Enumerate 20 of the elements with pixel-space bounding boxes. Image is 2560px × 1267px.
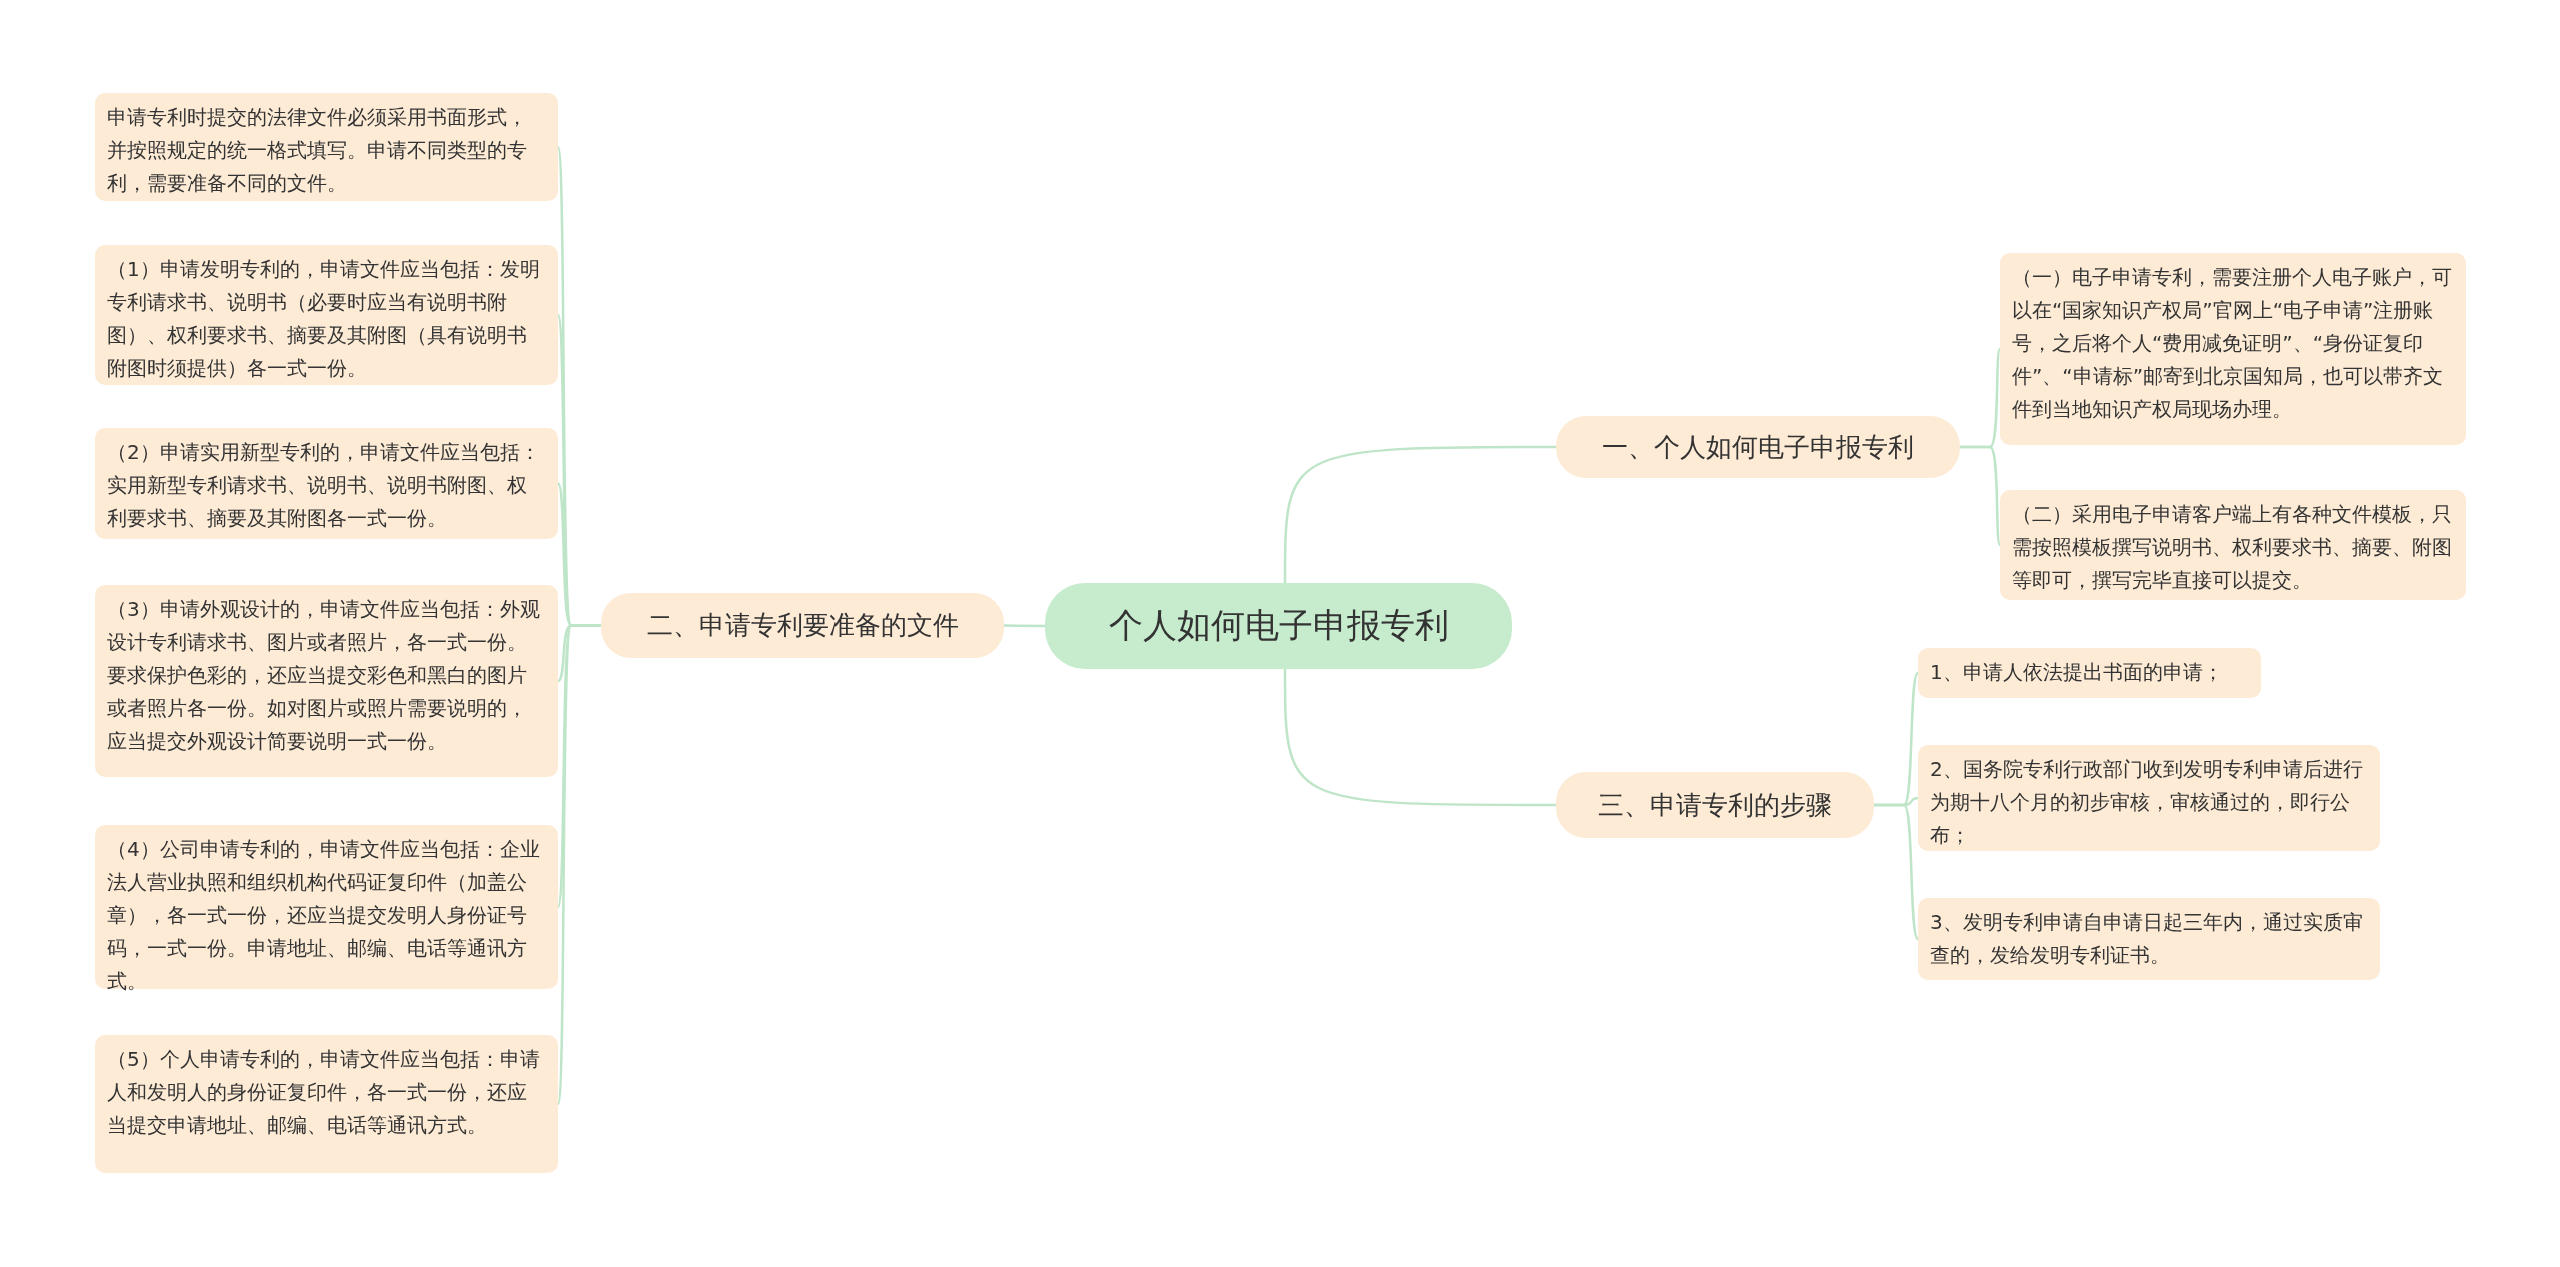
text-box: （二）采用电子申请客户端上有各种文件模板，只需按照模板撰写说明书、权利要求书、摘要、附图等即可，撰写完毕直接可以提交。 (2000, 490, 2466, 600)
text-box: （一）电子申请专利，需要注册个人电子账户，可以在“国家知识产权局”官网上“电子申请”注册账号，之后将个人“费用减免证明”、“身份证复印件”、“申请标”邮寄到北京国知局，也可以带齐文件到当地知识产权局现场办理。 (2000, 253, 2466, 445)
text-box: （1）申请发明专利的，申请文件应当包括：发明专利请求书、说明书（必要时应当有说明书附图）、权利要求书、摘要及其附图（具有说明书附图时须提供）各一式一份。 (95, 245, 558, 385)
connector-line (1960, 445, 2002, 546)
text-box: 申请专利时提交的法律文件必须采用书面形式，并按照规定的统一格式填写。申请不同类型的专利，需要准备不同的文件。 (95, 93, 558, 201)
connector-line (1004, 624, 1045, 628)
topic-box: 三、申请专利的步骤 (1556, 772, 1874, 838)
connector-line (1283, 669, 1556, 807)
connector-line (1874, 803, 1919, 940)
text-box: （5）个人申请专利的，申请文件应当包括：申请人和发明人的身份证复印件，各一式一份，还应当提交申请地址、邮编、电话等通讯方式。 (95, 1035, 558, 1173)
topic-box: 二、申请专利要准备的文件 (601, 593, 1004, 658)
text-box: （4）公司申请专利的，申请文件应当包括：企业法人营业执照和组织机构代码证复印件（加盖公章），各一式一份，还应当提交发明人身份证号码，一式一份。申请地址、邮编、电话等通讯方式。 (95, 825, 558, 989)
text-box: 1、申请人依法提出书面的申请； (1918, 648, 2261, 698)
text-box: （2）申请实用新型专利的，申请文件应当包括：实用新型专利请求书、说明书、说明书附图、权利要求书、摘要及其附图各一式一份。 (95, 428, 558, 539)
connector-line (1283, 445, 1556, 583)
text-box: 3、发明专利申请自申请日起三年内，通过实质审查的，发给发明专利证书。 (1918, 898, 2380, 980)
central-topic: 个人如何电子申报专利 (1045, 583, 1512, 669)
text-box: （3）申请外观设计的，申请文件应当包括：外观设计专利请求书、图片或者照片，各一式一份。要求保护色彩的，还应当提交彩色和黑白的图片或者照片各一份。如对图片或照片需要说明的，应当提交外观设计简要说明一式一份。 (95, 585, 558, 777)
text-box: 2、国务院专利行政部门收到发明专利申请后进行为期十八个月的初步审核，审核通过的，即行公布； (1918, 745, 2380, 851)
topic-box: 一、个人如何电子申报专利 (1556, 416, 1960, 478)
